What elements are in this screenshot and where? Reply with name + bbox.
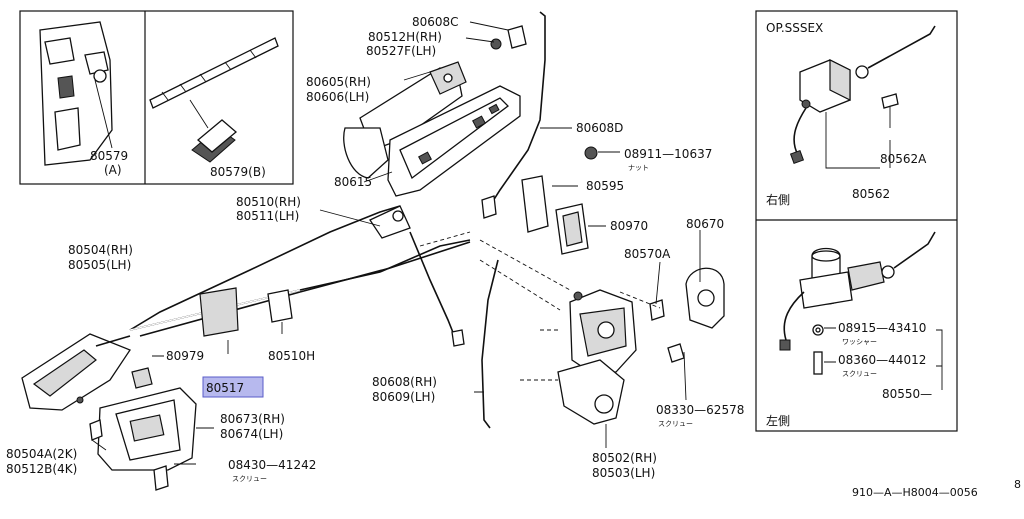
label-80609-lh: 80609(LH) (372, 390, 435, 404)
inset-op-title: OP.SSSEX (766, 21, 823, 35)
label-80527f: 80527F(LH) (366, 44, 436, 58)
screw-08430 (153, 465, 169, 491)
part-labels: 80608C 80512H(RH) 80527F(LH) 80605(RH) 8… (6, 15, 1021, 499)
label-80579-b: 80579(B) (210, 165, 266, 179)
screw-08330 (667, 343, 685, 363)
label-80970: 80970 (610, 219, 648, 233)
label-80504a: 80504A(2K) (6, 447, 77, 461)
pad-80595 (521, 175, 549, 233)
label-screw-jp-3: スクリュー (232, 475, 267, 483)
rod-80608 (481, 259, 499, 429)
screw-80504a (89, 419, 103, 441)
label-80512b: 80512B(4K) (6, 462, 77, 476)
label-80608-rh: 80608(RH) (372, 375, 437, 389)
clip-80512h (490, 38, 502, 50)
label-80608c: 80608C (412, 15, 459, 29)
nut-08911 (584, 146, 598, 160)
label-08330: 08330—62578 (656, 403, 744, 417)
label-80674: 80674(LH) (220, 427, 283, 441)
label-80673: 80673(RH) (220, 412, 285, 426)
inside-handle-bezel (97, 387, 197, 471)
label-80570a: 80570A (624, 247, 671, 261)
clip-80979 (131, 367, 153, 389)
label-screw-jp-2: スクリュー (658, 420, 693, 428)
inset-80579: 80579 (A) 80579(B) (19, 10, 294, 185)
label-80605: 80605(RH) (306, 75, 371, 89)
inset-80579-frame (19, 10, 294, 185)
label-nut-jp: ナット (628, 164, 649, 172)
actuator-rh-illustration (789, 25, 936, 169)
main-illustration (21, 11, 725, 491)
label-08360-44012: 08360—44012 (838, 353, 926, 367)
label-80504: 80504(RH) (68, 243, 133, 257)
inside-handle (21, 333, 131, 411)
inset-op-sssex: OP.SSSEX 80562A 80562 右側 (755, 10, 958, 432)
label-80979: 80979 (166, 349, 204, 363)
label-80510: 80510(RH) (236, 195, 301, 209)
label-80511: 80511(LH) (236, 209, 299, 223)
inset-op-frame (755, 10, 958, 432)
label-80608d: 80608D (576, 121, 623, 135)
label-80579: 80579 (90, 149, 128, 163)
label-80562: 80562 (852, 187, 890, 201)
label-80517: 80517 (206, 381, 244, 395)
handle-bezel (387, 85, 521, 197)
label-08915-43410: 08915—43410 (838, 321, 926, 335)
label-80606: 80606(LH) (306, 90, 369, 104)
channel-illustration (149, 37, 279, 163)
drawing-code: 910—A—H8004—0056 (852, 486, 978, 499)
label-80562a: 80562A (880, 152, 927, 166)
outside-handle (343, 61, 467, 179)
door-panel-illustration (39, 21, 113, 166)
actuator-lh-illustration (779, 231, 943, 390)
label-80550: 80550— (882, 387, 932, 401)
screw-80570a (649, 299, 665, 321)
label-washer-jp: ワッシャー (842, 338, 877, 346)
bellcrank (369, 205, 411, 239)
highlight-80517 (202, 376, 264, 398)
label-08911: 08911—10637 (624, 147, 712, 161)
screw-icon (813, 351, 823, 375)
clip-80510h (267, 289, 293, 323)
label-80503: 80503(LH) (592, 466, 655, 480)
rod-80608d (485, 11, 546, 213)
label-08430: 08430—41242 (228, 458, 316, 472)
label-80595: 80595 (586, 179, 624, 193)
label-80505: 80505(LH) (68, 258, 131, 272)
door-lock-assembly (557, 289, 637, 425)
label-screw-jp: スクリュー (842, 370, 877, 378)
label-80670: 80670 (686, 217, 724, 231)
clip-80608c (507, 25, 527, 49)
edge-mark: 8 (1014, 478, 1021, 491)
label-side-lh: 左側 (766, 413, 790, 428)
label-80615: 80615 (334, 175, 372, 189)
label-side-rh: 右側 (766, 192, 790, 207)
pad-80517 (199, 287, 239, 337)
label-80579-variant-a: (A) (104, 163, 122, 177)
label-80502: 80502(RH) (592, 451, 657, 465)
label-80510h: 80510H (268, 349, 315, 363)
label-80512h: 80512H(RH) (368, 30, 442, 44)
